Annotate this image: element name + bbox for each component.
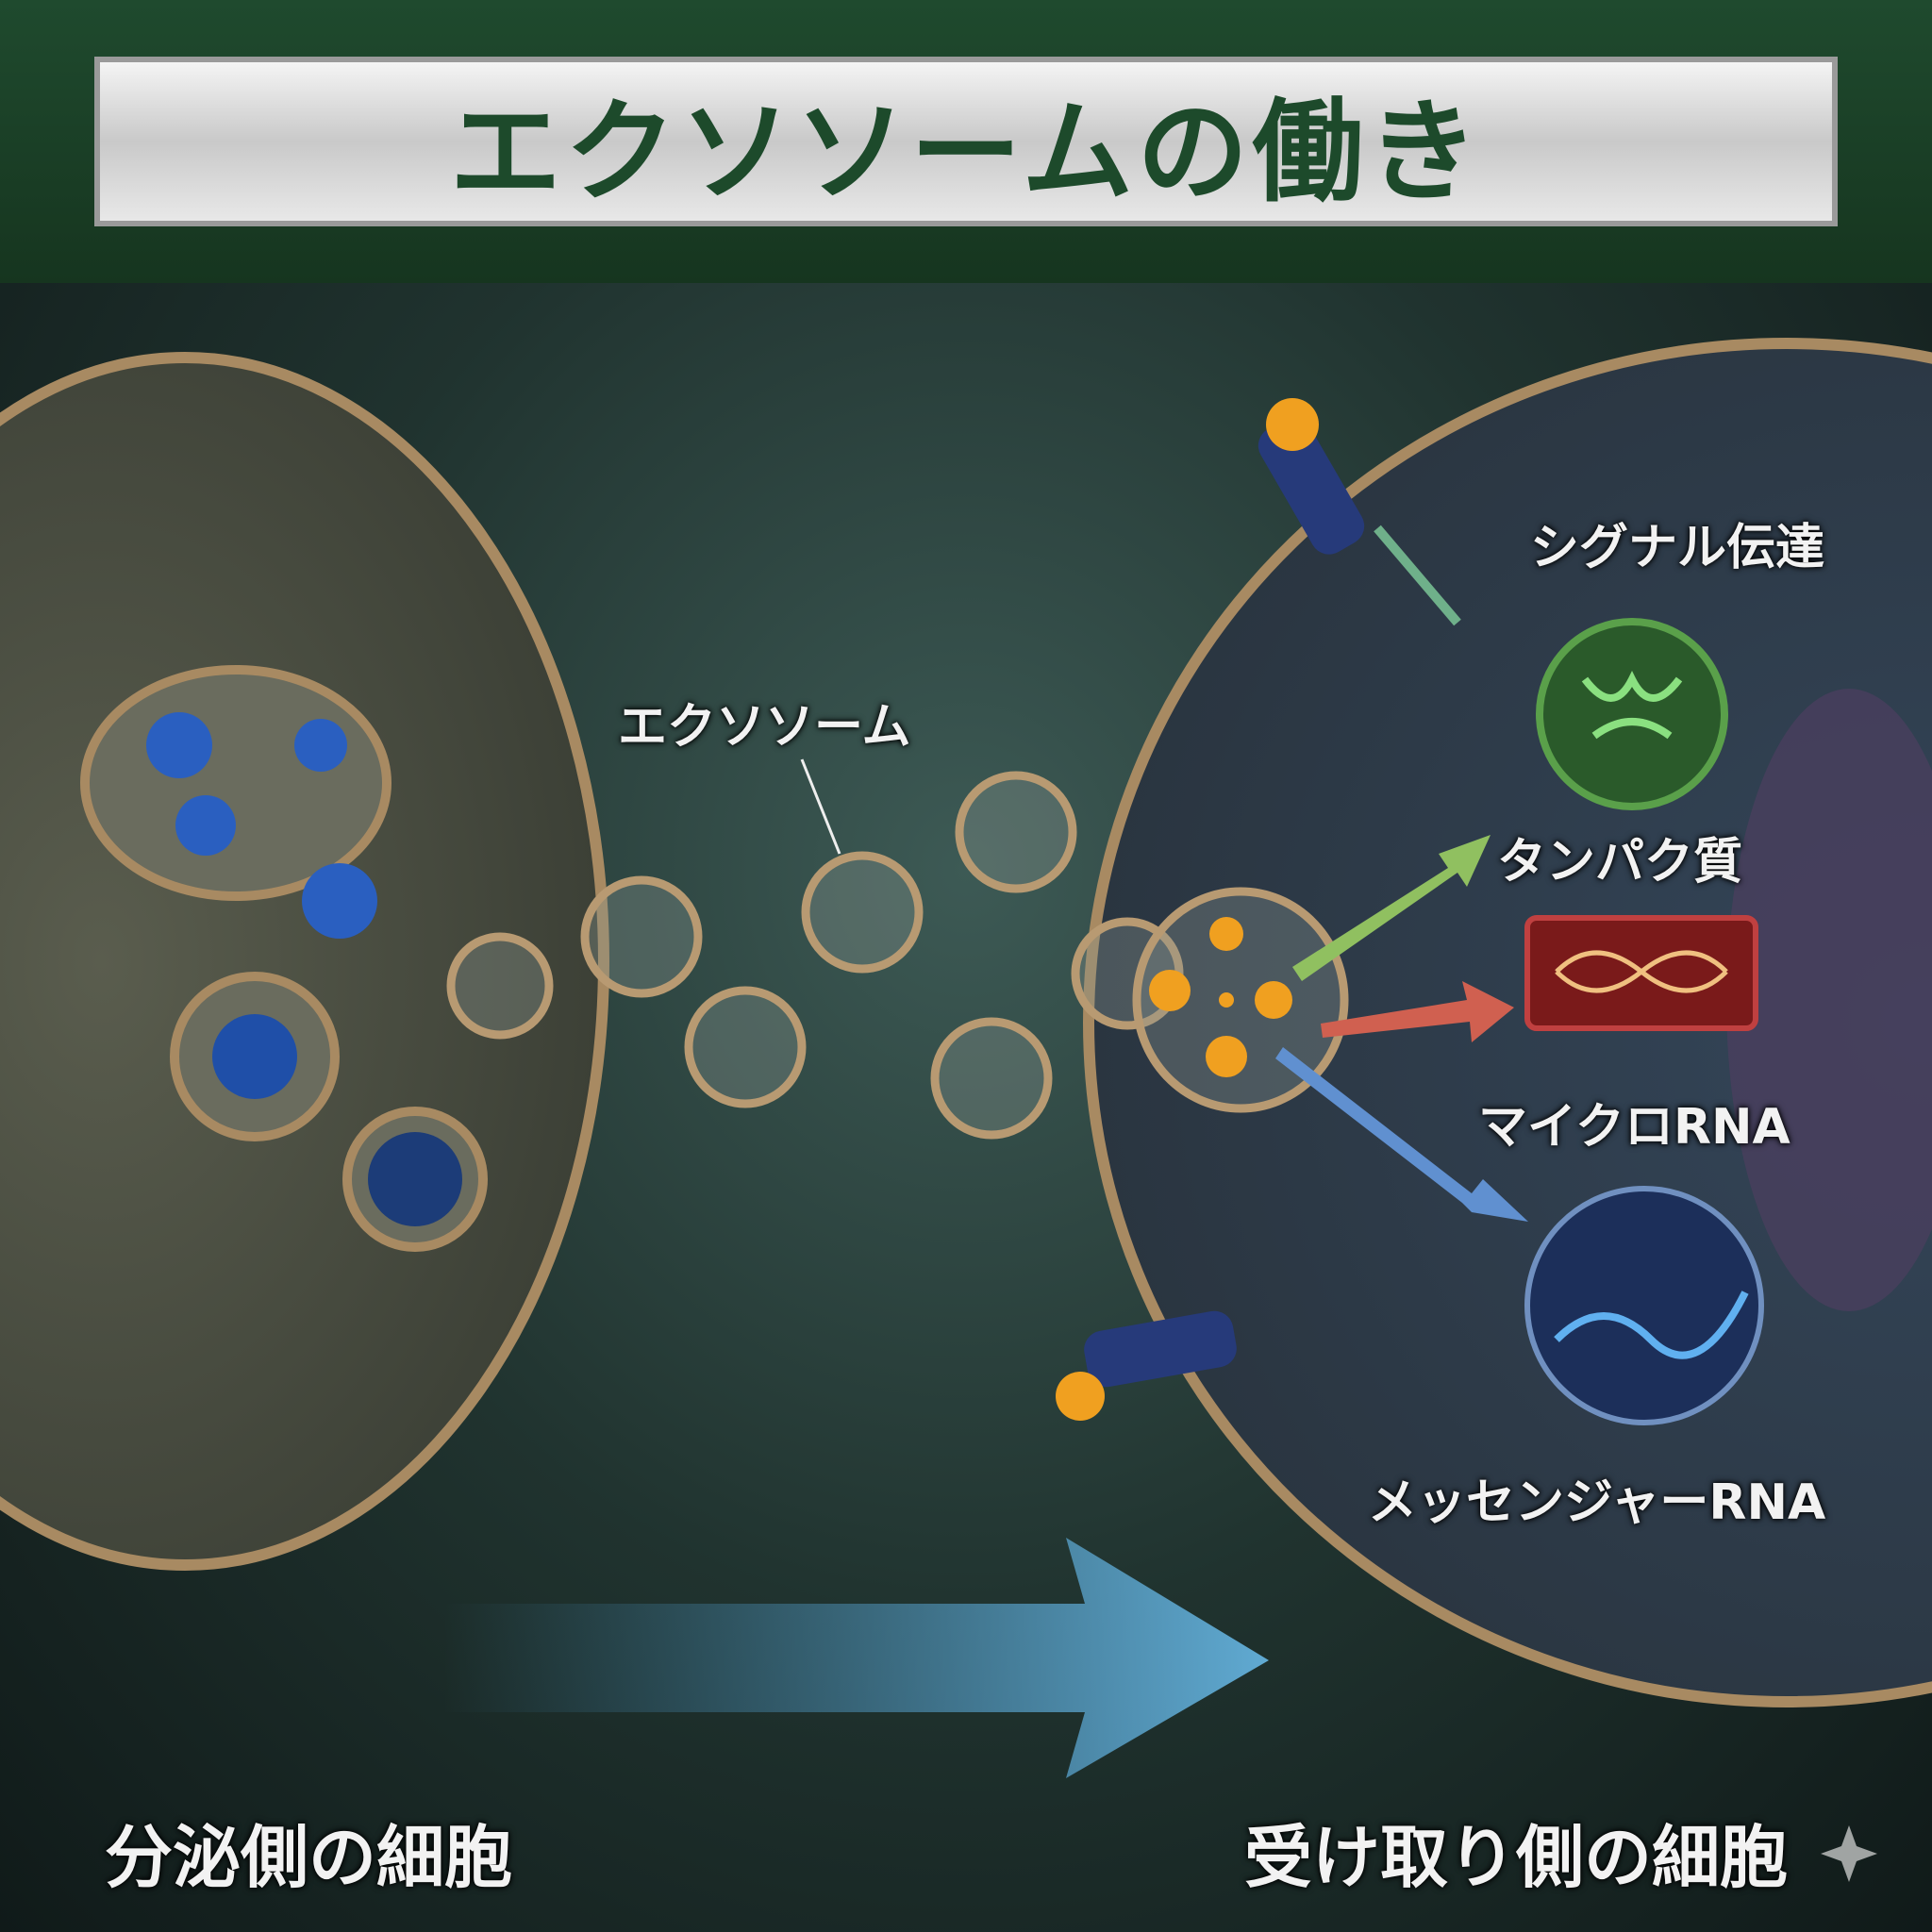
protein-label: タンパク質 (1497, 834, 1743, 891)
exosome-label: エクソソーム (618, 699, 911, 756)
endocytic-pocket (1132, 887, 1349, 1113)
exosome (580, 875, 703, 998)
released-cargo (1149, 917, 1292, 1077)
mrna-label: メッセンジャーRNA (1368, 1474, 1826, 1531)
nucleus (1726, 689, 1932, 1311)
vesicle-content (212, 1014, 297, 1099)
mrna-icon (1524, 1186, 1764, 1425)
receptor-top (1257, 398, 1365, 555)
sparkle-icon (1821, 1825, 1877, 1882)
transfer-arrow-icon (443, 1538, 1269, 1778)
exosome (930, 1017, 1053, 1140)
vesicle-content (175, 795, 236, 856)
exosome (955, 771, 1077, 893)
title-plate: エクソソームの働き (94, 57, 1838, 226)
exosome (684, 986, 807, 1108)
vesicle-content (368, 1132, 462, 1226)
microrna-label: マイクロRNA (1478, 1099, 1790, 1156)
signal-label: シグナル伝達 (1530, 520, 1825, 576)
multivesicular-body (80, 665, 391, 901)
page-title: エクソソームの働き (449, 86, 1483, 217)
exosome (446, 932, 554, 1040)
mrna-arrow-icon (1275, 1047, 1528, 1222)
protein-arrow-icon (1292, 835, 1491, 981)
secreting-cell (0, 352, 609, 1571)
receiving-cell-label: 受け取り側の細胞 (1244, 1818, 1789, 1897)
exosomes (446, 771, 1349, 1140)
receptor-bottom (1056, 1310, 1237, 1421)
microrna-arrow-icon (1321, 981, 1514, 1042)
protein-icon (1536, 618, 1728, 810)
vesicle-content (294, 719, 347, 772)
vesicle-content (302, 863, 377, 939)
secreting-cell-label: 分泌側の細胞 (105, 1818, 513, 1897)
exosome-pointer (800, 758, 841, 855)
vesicle-content (146, 712, 212, 778)
exosome (801, 851, 924, 974)
signal-arrow (1374, 525, 1461, 626)
